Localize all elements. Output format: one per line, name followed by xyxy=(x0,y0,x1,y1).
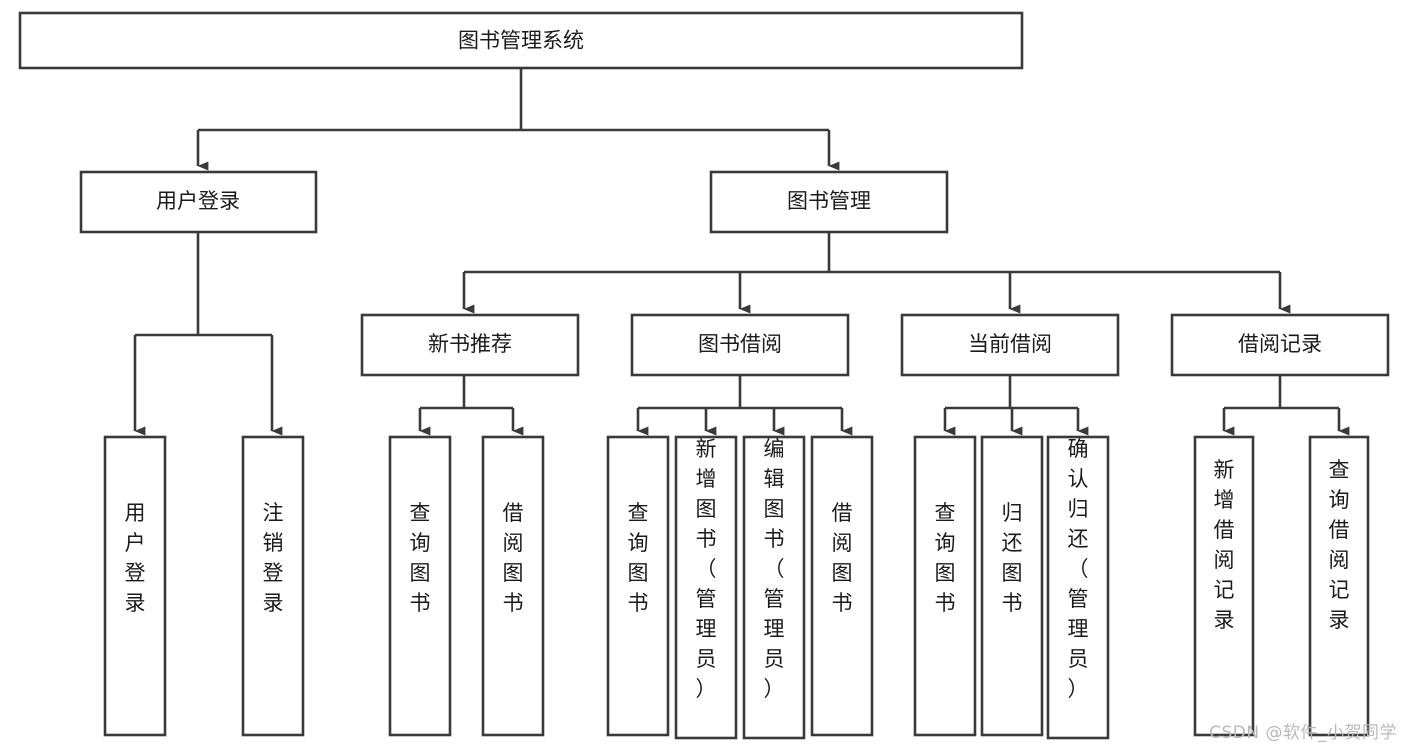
node-leaf-user-login-box xyxy=(103,435,167,737)
node-leaf-borrow-book-1[interactable]: 借阅图书 xyxy=(481,435,545,737)
connector-group-borrowrecords-to-leaves xyxy=(1222,375,1350,436)
node-leaf-add-borrow-record-box xyxy=(1193,435,1255,737)
node-borrow-records-box xyxy=(1170,313,1390,377)
node-leaf-query-book-3[interactable]: 查询图书 xyxy=(913,435,977,737)
node-leaf-edit-book-admin-box xyxy=(742,435,806,740)
node-leaf-borrow-book-1-box xyxy=(481,435,545,737)
connector-group-bookmgmt-to-children xyxy=(462,232,1291,314)
node-leaf-query-book-3-box xyxy=(913,435,977,737)
node-root-system[interactable]: 图书管理系统 xyxy=(18,11,1024,70)
connector-group-newbook-to-leaves xyxy=(418,375,524,436)
node-leaf-borrow-book-1-label: 借阅图书 xyxy=(503,501,524,615)
node-root-label: 图书管理系统 xyxy=(458,29,584,53)
node-root-box xyxy=(18,11,1024,70)
node-leaf-return-book-box xyxy=(980,435,1044,737)
node-current-borrow-label: 当前借阅 xyxy=(968,332,1052,356)
node-book-management-box xyxy=(709,170,949,234)
connector-group-userlogin-to-children xyxy=(133,232,283,436)
node-leaf-edit-book-admin[interactable]: 编辑图书（管理员） xyxy=(742,435,806,740)
node-borrow-records-label: 借阅记录 xyxy=(1238,332,1322,356)
node-leaf-query-book-2[interactable]: 查询图书 xyxy=(606,435,670,737)
node-book-borrow[interactable]: 图书借阅 xyxy=(630,313,850,377)
csdn-watermark: CSDN @软件_小贺同学 xyxy=(1209,723,1397,743)
node-leaf-logout[interactable]: 注销登录 xyxy=(241,435,305,737)
node-leaf-query-book-3-label: 查询图书 xyxy=(935,501,956,615)
node-current-borrow[interactable]: 当前借阅 xyxy=(900,313,1120,377)
node-leaf-query-book-2-box xyxy=(606,435,670,737)
node-leaf-borrow-book-2-label: 借阅图书 xyxy=(832,501,853,615)
connector-group-root-to-level2 xyxy=(196,68,840,171)
node-leaf-confirm-return-admin-box xyxy=(1046,435,1110,740)
node-book-borrow-label: 图书借阅 xyxy=(698,332,782,356)
node-leaf-user-login[interactable]: 用户登录 xyxy=(103,435,167,737)
node-leaf-add-borrow-record[interactable]: 新增借阅记录 xyxy=(1193,435,1255,737)
connector-group-currentborrow-to-leaves xyxy=(943,375,1089,436)
node-leaf-borrow-book-2[interactable]: 借阅图书 xyxy=(810,435,874,737)
node-leaf-logout-label: 注销登录 xyxy=(263,501,284,615)
node-new-book-recommend-label: 新书推荐 xyxy=(428,332,512,356)
node-leaf-add-book-admin-label: 新增图书（管理员） xyxy=(696,437,717,701)
node-leaf-borrow-book-2-box xyxy=(810,435,874,737)
node-leaf-return-book[interactable]: 归还图书 xyxy=(980,435,1044,737)
node-leaf-return-book-label: 归还图书 xyxy=(1002,501,1023,615)
node-leaf-confirm-return-admin[interactable]: 确认归还（管理员） xyxy=(1046,435,1110,740)
node-leaf-confirm-return-admin-label: 确认归还（管理员） xyxy=(1068,437,1089,701)
node-leaf-logout-box xyxy=(241,435,305,737)
node-leaf-add-book-admin-box xyxy=(674,435,738,740)
node-user-login-box xyxy=(79,170,318,234)
node-leaf-query-book-1[interactable]: 查询图书 xyxy=(388,435,452,737)
node-user-login[interactable]: 用户登录 xyxy=(79,170,318,234)
node-leaf-query-book-1-label: 查询图书 xyxy=(410,501,431,615)
node-book-management-label: 图书管理 xyxy=(787,189,871,213)
node-leaf-user-login-label: 用户登录 xyxy=(125,501,146,615)
node-leaf-add-book-admin[interactable]: 新增图书（管理员） xyxy=(674,435,738,740)
node-borrow-records[interactable]: 借阅记录 xyxy=(1170,313,1390,377)
node-leaf-edit-book-admin-label: 编辑图书（管理员） xyxy=(764,437,785,701)
node-leaf-query-book-1-box xyxy=(388,435,452,737)
node-leaf-query-borrow-record[interactable]: 查询借阅记录 xyxy=(1308,435,1370,737)
node-leaf-query-borrow-record-label: 查询借阅记录 xyxy=(1329,458,1350,632)
node-leaf-query-borrow-record-box xyxy=(1308,435,1370,737)
node-book-management[interactable]: 图书管理 xyxy=(709,170,949,234)
node-book-borrow-box xyxy=(630,313,850,377)
node-leaf-query-book-2-label: 查询图书 xyxy=(628,501,649,615)
node-current-borrow-box xyxy=(900,313,1120,377)
node-user-login-label: 用户登录 xyxy=(156,189,240,213)
node-new-book-recommend[interactable]: 新书推荐 xyxy=(360,313,580,377)
node-leaf-add-borrow-record-label: 新增借阅记录 xyxy=(1214,458,1235,632)
connector-group-bookborrow-to-leaves xyxy=(636,375,853,436)
node-new-book-recommend-box xyxy=(360,313,580,377)
